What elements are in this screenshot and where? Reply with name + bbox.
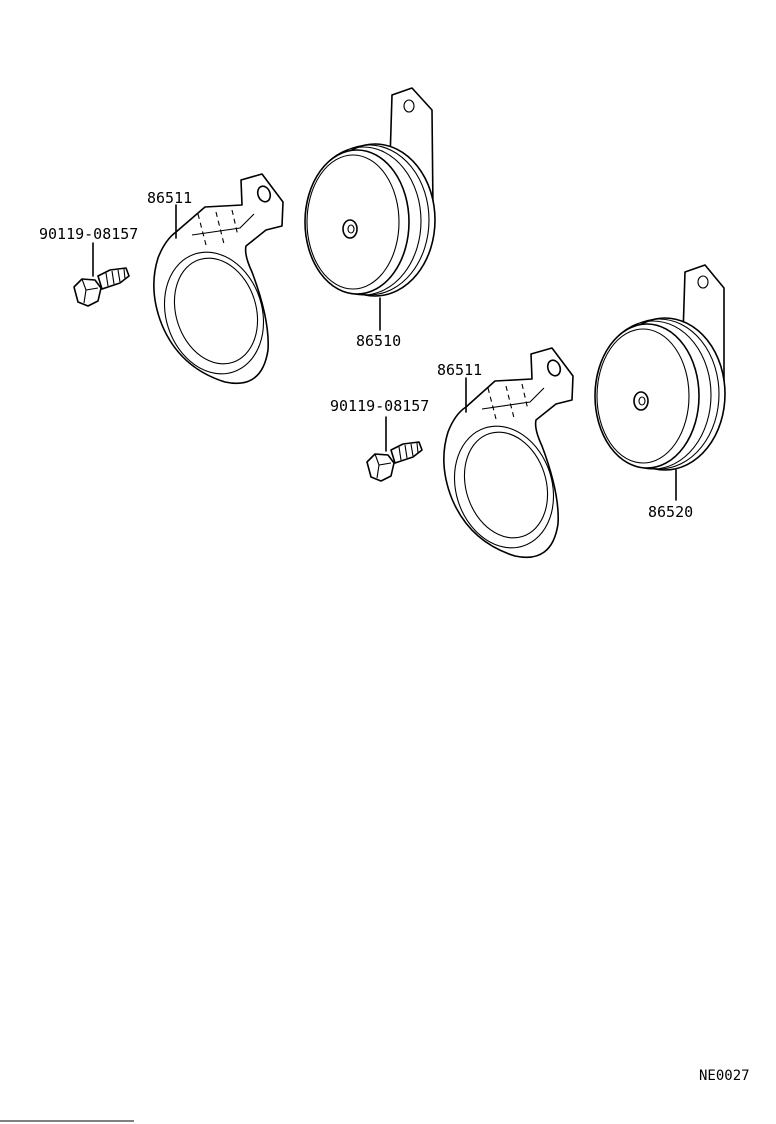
bolt-90119-08157-left[interactable] xyxy=(73,267,130,307)
bracket-86511-left[interactable] xyxy=(149,173,284,387)
figure-code: NE0027 xyxy=(699,1068,750,1084)
part-label-horn-86520: 86520 xyxy=(648,503,693,521)
part-label-bolt-left: 90119-08157 xyxy=(39,225,138,243)
horn-86520[interactable] xyxy=(594,264,726,471)
bolt-90119-08157-right[interactable] xyxy=(366,441,423,482)
part-label-horn-86510: 86510 xyxy=(356,332,401,350)
part-label-bracket-left: 86511 xyxy=(147,189,192,207)
horn-86510[interactable] xyxy=(304,87,436,297)
bracket-86511-right[interactable] xyxy=(439,347,574,561)
part-label-bolt-right: 90119-08157 xyxy=(330,397,429,415)
part-label-bracket-right: 86511 xyxy=(437,361,482,379)
